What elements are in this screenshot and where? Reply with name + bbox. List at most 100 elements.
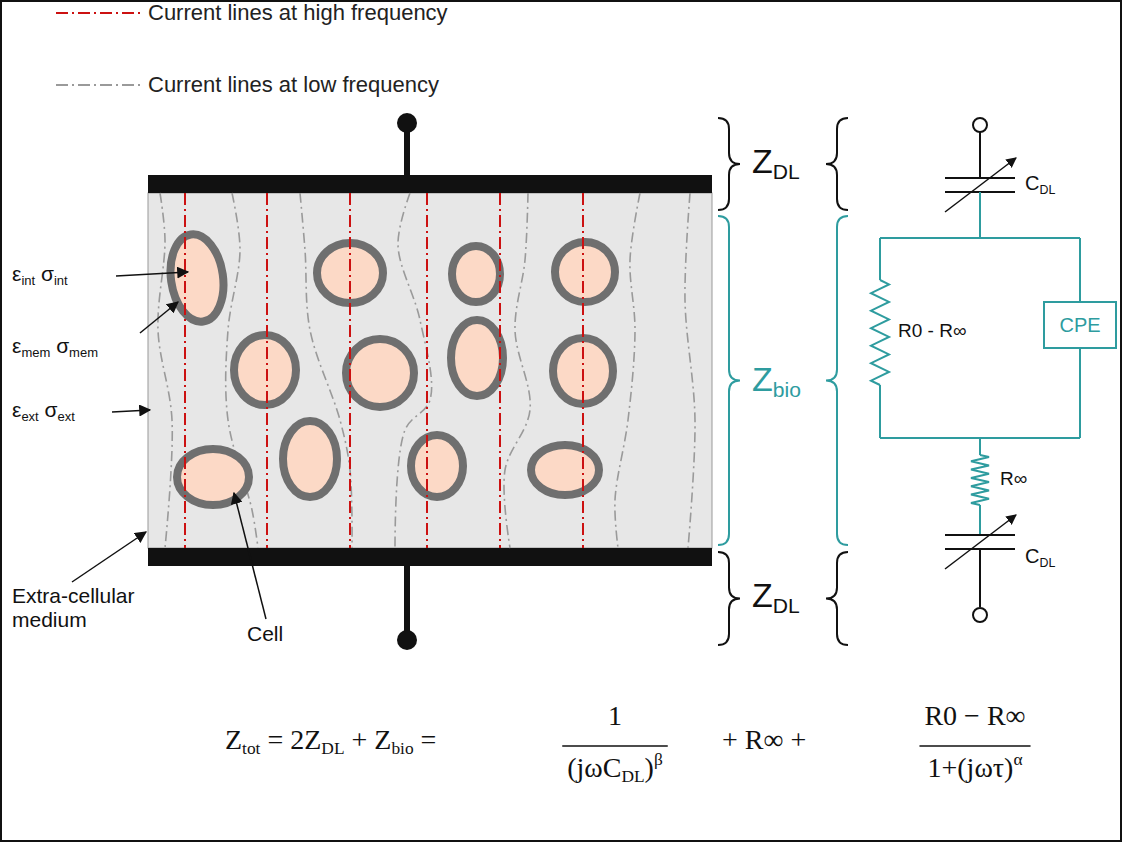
subscript: ext — [21, 409, 38, 424]
cell — [346, 339, 414, 407]
text-run: ε — [12, 262, 21, 285]
formula-numerator: R0 − R∞ — [924, 700, 1025, 732]
text-run: R0 − R∞ — [924, 700, 1025, 731]
braces — [718, 118, 848, 645]
component-label: R∞ — [1000, 468, 1027, 490]
subscript: tot — [242, 739, 260, 758]
text-run: Extra-cellular medium — [12, 584, 135, 631]
subscript: bio — [391, 739, 413, 758]
cell — [283, 421, 337, 497]
wire — [979, 132, 981, 178]
resistor-symbol — [971, 455, 989, 505]
high-frequency-line — [266, 193, 268, 548]
subscript: int — [21, 273, 35, 288]
cell — [451, 320, 503, 396]
part-label: Cell — [247, 622, 283, 646]
text-run: σ — [50, 334, 69, 357]
text-run: R∞ — [1000, 468, 1027, 489]
terminal — [973, 118, 987, 132]
material-parameters: εmem σmem — [12, 334, 98, 361]
text-run: Z — [752, 360, 773, 398]
cell — [531, 445, 599, 495]
text-run: R0 - R∞ — [898, 320, 966, 341]
top-electrode — [148, 175, 712, 193]
terminal — [973, 608, 987, 622]
text-run: = 2Z — [260, 724, 321, 755]
cell — [177, 449, 249, 505]
text-run: ε — [12, 398, 21, 421]
formula: + R∞ + — [722, 724, 806, 756]
subscript: ext — [58, 409, 75, 424]
curly-brace — [718, 216, 740, 545]
wire — [880, 237, 1080, 239]
text-run: (jωC — [567, 752, 621, 783]
part-label: Extra-cellular medium — [12, 584, 162, 632]
low-frequency-line — [615, 193, 640, 548]
text-run: ) — [645, 752, 654, 783]
text-run: Z — [752, 576, 773, 614]
wire — [979, 549, 981, 607]
cell — [555, 242, 615, 302]
text-run: ε — [12, 334, 21, 357]
text-run: Cell — [247, 622, 283, 645]
element-label: CPE — [1059, 314, 1100, 337]
cell — [411, 435, 463, 497]
extracellular-medium — [148, 193, 712, 548]
legend-text: Current lines at high frequency — [148, 0, 448, 26]
high-frequency-lines — [185, 193, 583, 548]
text-run: 1+(jωτ) — [927, 752, 1013, 783]
curly-brace — [718, 552, 740, 645]
legend-item: Current lines at high frequency — [52, 0, 448, 26]
formula-numerator: 1 — [608, 700, 622, 732]
subscript: DL — [1039, 183, 1055, 197]
leader-line — [112, 410, 150, 412]
subscript: mem — [69, 345, 98, 360]
text-run: + R∞ + — [722, 724, 806, 755]
low-frequency-line — [504, 193, 530, 548]
formula-denominator: (jωCDL)β — [567, 750, 663, 787]
subscript: int — [54, 273, 68, 288]
bottom-electrode — [148, 548, 712, 566]
subscript: bio — [773, 378, 801, 401]
high-frequency-line — [349, 193, 351, 548]
electrode-terminal — [397, 113, 417, 133]
wire — [979, 438, 981, 455]
impedance-label: ZDL — [752, 142, 800, 185]
wire — [979, 192, 981, 238]
fraction-bar — [562, 745, 668, 747]
wire — [1079, 349, 1081, 438]
equivalent-circuit — [871, 118, 1080, 622]
text-run: 1 — [608, 700, 622, 731]
text-run: Z — [752, 142, 773, 180]
leader-line — [116, 272, 188, 276]
cell — [452, 246, 500, 302]
low-frequency-lines — [158, 193, 695, 548]
impedance-label: ZDL — [752, 576, 800, 619]
component-label: R0 - R∞ — [898, 320, 966, 342]
legend-item: Current lines at low frequency — [52, 72, 439, 98]
capacitor-plate — [945, 534, 1015, 536]
legend-sample — [52, 0, 144, 26]
cell — [165, 231, 229, 325]
subscript: DL — [1039, 556, 1055, 570]
cell — [234, 335, 296, 405]
high-frequency-line — [426, 193, 428, 548]
curly-brace — [718, 118, 740, 210]
text-run: C — [1025, 172, 1039, 194]
material-parameters: εint σint — [12, 262, 68, 289]
high-frequency-line — [499, 193, 501, 548]
leader-lines — [72, 272, 266, 619]
leader-line — [234, 493, 266, 619]
formula: Ztot = 2ZDL + Zbio = — [225, 724, 436, 759]
high-frequency-line — [582, 193, 584, 548]
text-run: + Z — [344, 724, 391, 755]
wire — [1079, 238, 1081, 301]
curly-brace — [826, 118, 848, 210]
leader-line — [72, 532, 146, 582]
fraction-bar — [919, 745, 1030, 747]
cells — [165, 231, 615, 505]
formula-denominator: 1+(jωτ)α — [927, 750, 1022, 784]
subscript: DL — [621, 767, 644, 786]
capacitor-plate — [945, 177, 1015, 179]
